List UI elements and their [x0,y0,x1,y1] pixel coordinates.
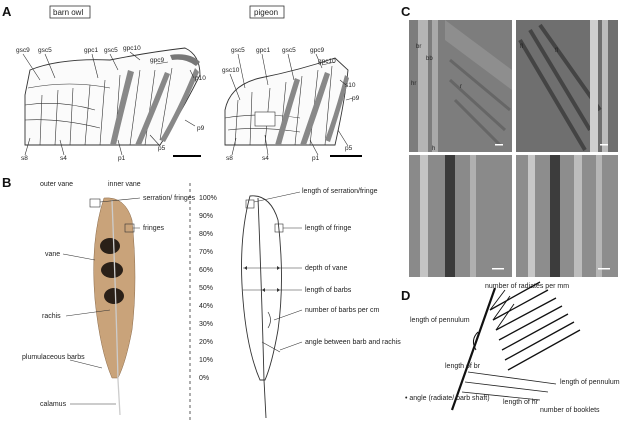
pigeon-label: gsc10 [222,67,240,74]
pigeon-label: s8 [226,155,233,162]
percent-tick: 60% [199,267,213,274]
micrograph-top-right [516,20,618,152]
measure-label: length of serration/fringe [302,188,378,195]
outer-vane-label: outer vane [40,181,73,188]
owl-label: gsc5 [104,47,118,54]
plumulaceous-barbs-label: plumulaceous barbs [22,354,85,361]
owl-label: gpc10 [123,45,141,52]
barn-owl-label: barn owl [53,8,83,17]
pigeon-label: p9 [352,95,360,102]
owl-label: p1 [118,155,126,162]
vane-label: vane [45,251,60,258]
measure-label: depth of vane [305,265,348,272]
owl-label: s4 [60,155,67,162]
pigeon-label: gsc5 [282,47,296,54]
pigeon-label: p5 [345,145,353,152]
inner-vane-label: inner vane [108,181,141,188]
owl-label: gsc9 [16,47,30,54]
micrograph-label: fl [555,48,558,54]
angle-label: • angle (radiate/ barb shaft) [405,395,490,402]
panel-d-labels: number of radiates per mm length of penn… [405,283,620,414]
percent-tick: 50% [199,285,213,292]
owl-label: p10 [195,75,206,82]
owl-label: gsc5 [38,47,52,54]
measure-label: number of barbs per cm [305,307,379,314]
outline-feather-drawing [242,196,283,418]
percent-tick: 90% [199,213,213,220]
pigeon-scale-bar [330,155,362,157]
percent-tick: 70% [199,249,213,256]
measure-label: length of fringe [305,225,351,232]
owl-label: p9 [197,125,205,132]
owl-wing-drawing [25,48,200,145]
pigeon-label: pigeon [254,8,278,17]
measurement-labels: length of serration/fringe length of fri… [302,188,401,346]
measure-label: angle between barb and rachis [305,339,401,346]
calamus-label: calamus [40,401,67,408]
barb-schematic [452,282,580,410]
length-pennulum-right-label: length of pennulum [560,379,620,386]
owl-label: s8 [21,155,28,162]
panel-a-letter: A [2,4,12,19]
percent-axis: 100% 90% 80% 70% 60% 50% 40% 30% 20% 10%… [199,195,217,382]
pigeon-wing-drawing [225,58,349,145]
owl-scale-bar [173,155,201,157]
percent-tick: 80% [199,231,213,238]
micrograph-label: hr [411,81,416,87]
owl-label: p5 [158,145,166,152]
micrograph-bottom-left [409,155,512,277]
pigeon-label: s4 [262,155,269,162]
micrograph-label: h [432,146,435,152]
micrograph-label: fl [520,44,523,50]
fringes-label: fringes [143,225,165,232]
panel-b-letter: B [2,175,11,190]
measure-label: length of barbs [305,287,352,294]
percent-tick: 10% [199,357,213,364]
length-hr-label: length of hr [503,399,539,406]
micrograph-label: br [416,44,421,50]
length-br-label: length of br [445,363,481,370]
pigeon-label: s10 [345,82,356,89]
panel-c-letter: C [401,4,411,19]
micrograph-label: r [460,84,462,90]
percent-tick: 100% [199,195,217,202]
length-pennulum-left-label: length of pennulum [410,317,470,324]
rachis-label: rachis [42,313,61,320]
micrograph-label: bb [426,56,433,62]
number-booklets-label: number of booklets [540,407,600,414]
pigeon-label: p1 [312,155,320,162]
number-radiates-label: number of radiates per mm [485,283,569,290]
percent-tick: 30% [199,321,213,328]
micrograph-bottom-right [516,155,618,277]
percent-tick: 40% [199,303,213,310]
owl-label: gpc1 [84,47,98,54]
pigeon-label: gpc1 [256,47,270,54]
pigeon-label: gsc5 [231,47,245,54]
owl-feather-photo [90,198,135,415]
pigeon-label: gpc9 [310,47,324,54]
serration-fringes-label: serration/ fringes [143,195,196,202]
panel-d-letter: D [401,288,410,303]
percent-tick: 20% [199,339,213,346]
percent-tick: 0% [199,375,209,382]
